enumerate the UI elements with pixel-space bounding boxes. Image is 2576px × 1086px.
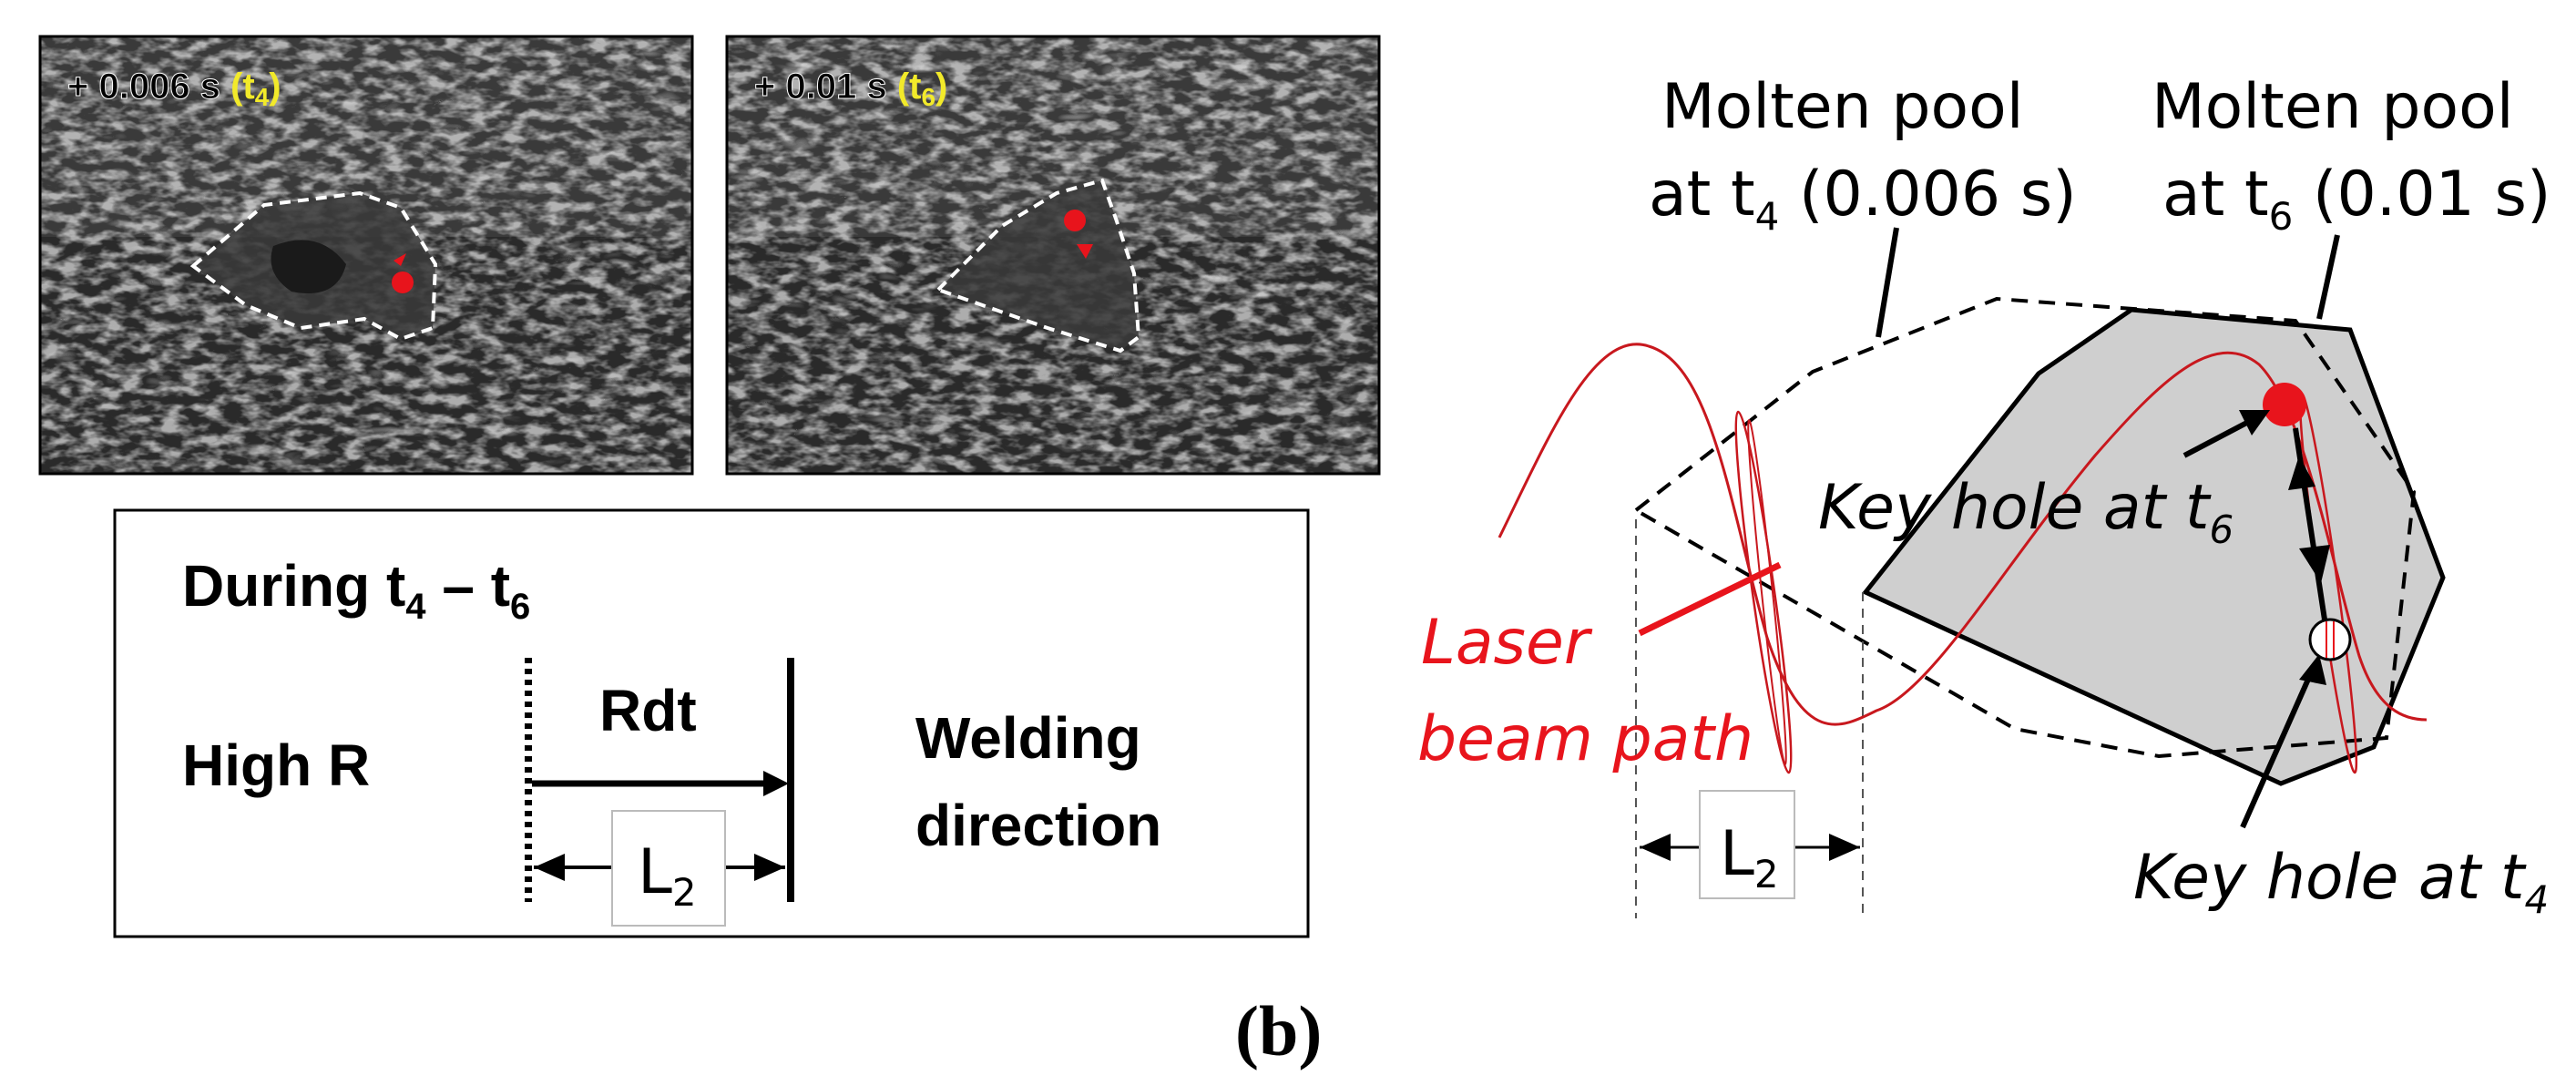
photo-t6 <box>727 36 1379 474</box>
keyhole-arrow-t6 <box>1077 244 1093 259</box>
label-pool4-line1: Molten pool <box>1661 71 2024 143</box>
photo2-label-sub: 6 <box>921 83 935 111</box>
leader-pool4 <box>1876 227 1899 338</box>
keyhole-t4-dot <box>2308 618 2352 661</box>
molten-pool-t6 <box>1862 307 2446 786</box>
label-pool4-line2: at t4 (0.006 s) <box>1649 159 2077 239</box>
keyhole-arrow-t4 <box>394 253 406 266</box>
photo2-label-close: ) <box>935 67 947 107</box>
pool-outline-t6 <box>935 178 1141 353</box>
box-welding: Welding <box>915 705 1141 771</box>
svg-text:+ 0.01 s (t6): + 0.01 s (t6) <box>754 67 947 111</box>
keyhole-dot-t4 <box>392 272 414 293</box>
keyhole-t6-dot <box>2263 383 2306 426</box>
box-during: During t4 – t6 <box>182 553 530 627</box>
label-pool6-line1: Molten pool <box>2152 71 2514 143</box>
photo1-time: + 0.006 s <box>67 67 220 107</box>
box-high-r: High R <box>182 733 370 798</box>
label-laser-line2: beam path <box>1417 703 1753 775</box>
keyhole4-pointer <box>2299 654 2326 685</box>
laser-pointer <box>1638 561 1782 637</box>
leader-pool6 <box>2316 234 2340 320</box>
photo-t4 <box>40 36 692 474</box>
box-direction: direction <box>915 793 1161 858</box>
keyhole6-pointer <box>2239 410 2270 435</box>
keyhole-motion-arrow-1 <box>2299 545 2330 583</box>
photo2-time: + 0.01 s <box>754 67 887 107</box>
box-rdt: Rdt <box>599 678 697 743</box>
figure-caption: (b) <box>1235 991 1322 1071</box>
label-keyhole4: Key hole at t4 <box>2133 842 2549 922</box>
photo2-label: (t <box>897 67 922 107</box>
label-pool6-line2: at t6 (0.01 s) <box>2162 159 2550 239</box>
photo1-label: (t <box>230 67 255 107</box>
box-l2: L2 <box>638 836 697 915</box>
keyhole-dot-t6 <box>1064 210 1086 231</box>
svg-text:+ 0.006 s (t4): + 0.006 s (t4) <box>67 67 281 111</box>
keyhole-motion-arrow-2 <box>2288 456 2315 490</box>
laser-beam-path <box>1498 343 2428 726</box>
molten-pool-t4 <box>1634 296 2417 759</box>
label-laser-line1: Laser <box>1421 607 1593 679</box>
label-keyhole6: Key hole at t6 <box>1818 472 2234 552</box>
photo1-label-close: ) <box>269 67 281 107</box>
photo1-label-sub: 4 <box>255 83 270 111</box>
diagram-l2: L2 <box>1720 818 1779 896</box>
